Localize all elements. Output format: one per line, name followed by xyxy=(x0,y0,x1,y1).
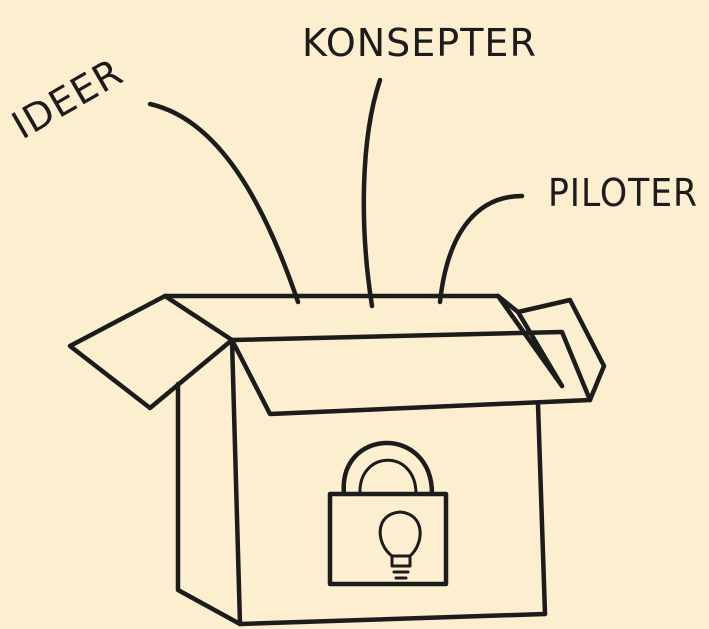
label-ideer: IDEER xyxy=(5,50,131,148)
lightbulb-icon xyxy=(380,512,420,578)
box-icon xyxy=(70,296,604,624)
line-piloter xyxy=(440,196,522,302)
label-piloter: PILOTER xyxy=(548,171,698,215)
padlock-icon xyxy=(330,443,446,584)
line-ideer xyxy=(150,104,298,302)
line-konsepter xyxy=(364,80,380,306)
label-konsepter: KONSEPTER xyxy=(302,21,537,65)
